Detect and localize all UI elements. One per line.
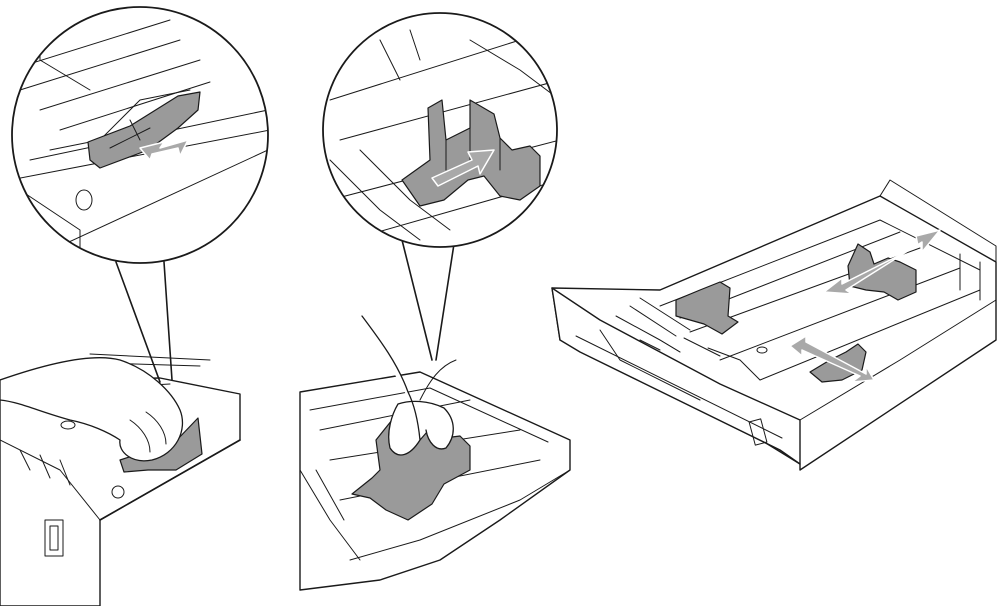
slide-arrow-icon xyxy=(431,149,495,187)
finger-lines xyxy=(419,359,457,401)
double-arrow-icon xyxy=(789,335,875,383)
side-guide-right-top xyxy=(847,243,917,301)
callout-lines-left xyxy=(115,261,173,383)
push-arrow-icon xyxy=(139,139,189,161)
rear-guide-magnified xyxy=(87,91,201,169)
finger-lines xyxy=(129,411,167,453)
hand-icon xyxy=(361,315,454,456)
panel-right xyxy=(551,179,997,471)
magnifier-circle-icon xyxy=(11,6,269,264)
panel-left xyxy=(0,6,269,606)
magnifier-circle-icon xyxy=(322,12,558,248)
callout-lines-middle xyxy=(401,239,455,361)
paper-tray-icon xyxy=(551,179,997,471)
double-arrow-icon xyxy=(823,229,941,295)
panel-middle xyxy=(299,12,571,591)
hand-icon xyxy=(0,357,184,462)
rear-guide-right xyxy=(675,281,739,335)
